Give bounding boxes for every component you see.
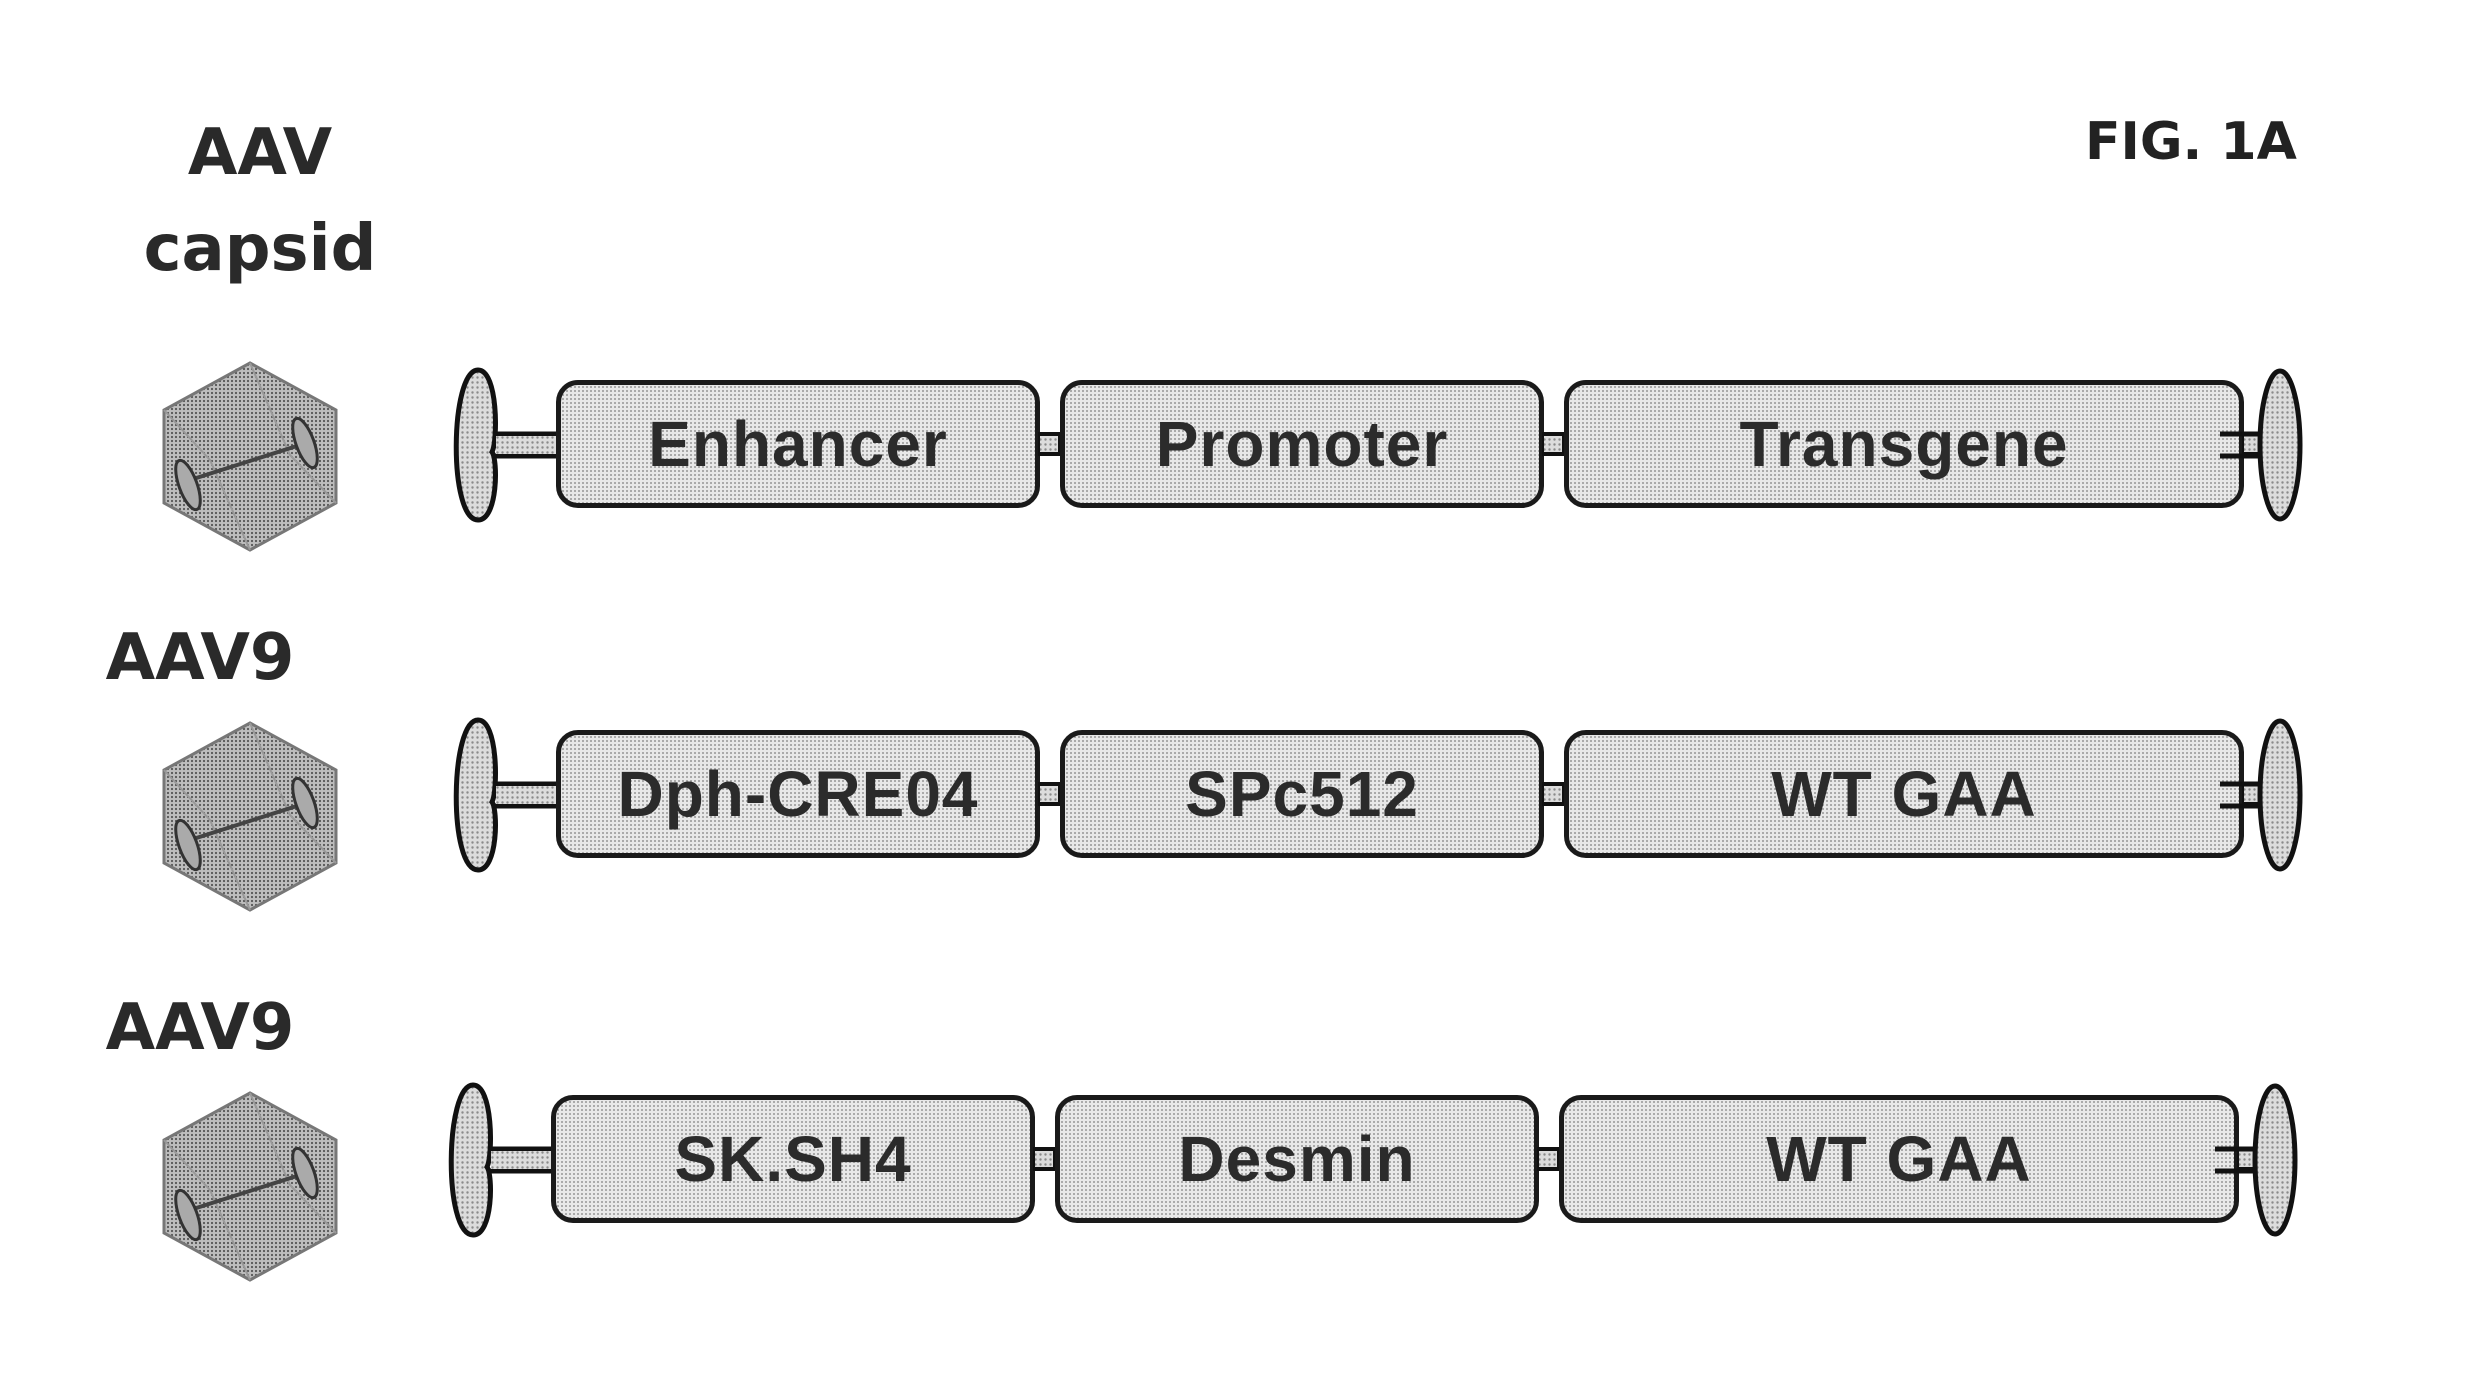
linker: [1038, 782, 1060, 806]
construct-row-2: Dph-CRE04 SPc512 WT GAA: [440, 710, 2320, 880]
figure-label: FIG. 1A: [2085, 112, 2297, 172]
itr-hairpin-right-icon: [2215, 1083, 2298, 1237]
construct-row-1: Enhancer Promoter Transgene: [440, 360, 2320, 530]
itr-hairpin-right-icon: [2220, 718, 2303, 872]
capsid-label-row-1: AAV capsid: [70, 105, 450, 297]
element-enhancer: SK.SH4: [551, 1095, 1035, 1223]
element-enhancer: Enhancer: [556, 380, 1040, 508]
linker: [1542, 782, 1564, 806]
element-transgene: WT GAA: [1564, 730, 2244, 858]
aav-capsid-icon: [150, 355, 350, 555]
itr-hairpin-right-icon: [2220, 368, 2303, 522]
linker: [1537, 1147, 1559, 1171]
capsid-label-row-2: AAV9: [40, 610, 360, 706]
aav-capsid-icon: [150, 1085, 350, 1285]
element-promoter: Promoter: [1060, 380, 1544, 508]
linker: [1033, 1147, 1055, 1171]
construct-row-3: SK.SH4 Desmin WT GAA: [435, 1075, 2315, 1245]
aav-capsid-icon: [150, 715, 350, 915]
element-transgene: Transgene: [1564, 380, 2244, 508]
linker: [1038, 432, 1060, 456]
element-enhancer: Dph-CRE04: [556, 730, 1040, 858]
itr-hairpin-left-icon: [453, 367, 558, 523]
linker: [1542, 432, 1564, 456]
capsid-label-line: AAV: [187, 116, 333, 190]
element-transgene: WT GAA: [1559, 1095, 2239, 1223]
itr-hairpin-left-icon: [453, 717, 558, 873]
itr-hairpin-left-icon: [448, 1082, 553, 1238]
capsid-label-line: AAV9: [105, 991, 295, 1065]
capsid-label-line: AAV9: [105, 621, 295, 695]
element-promoter: Desmin: [1055, 1095, 1539, 1223]
element-promoter: SPc512: [1060, 730, 1544, 858]
capsid-label-row-3: AAV9: [40, 980, 360, 1076]
capsid-label-line: capsid: [143, 212, 377, 286]
